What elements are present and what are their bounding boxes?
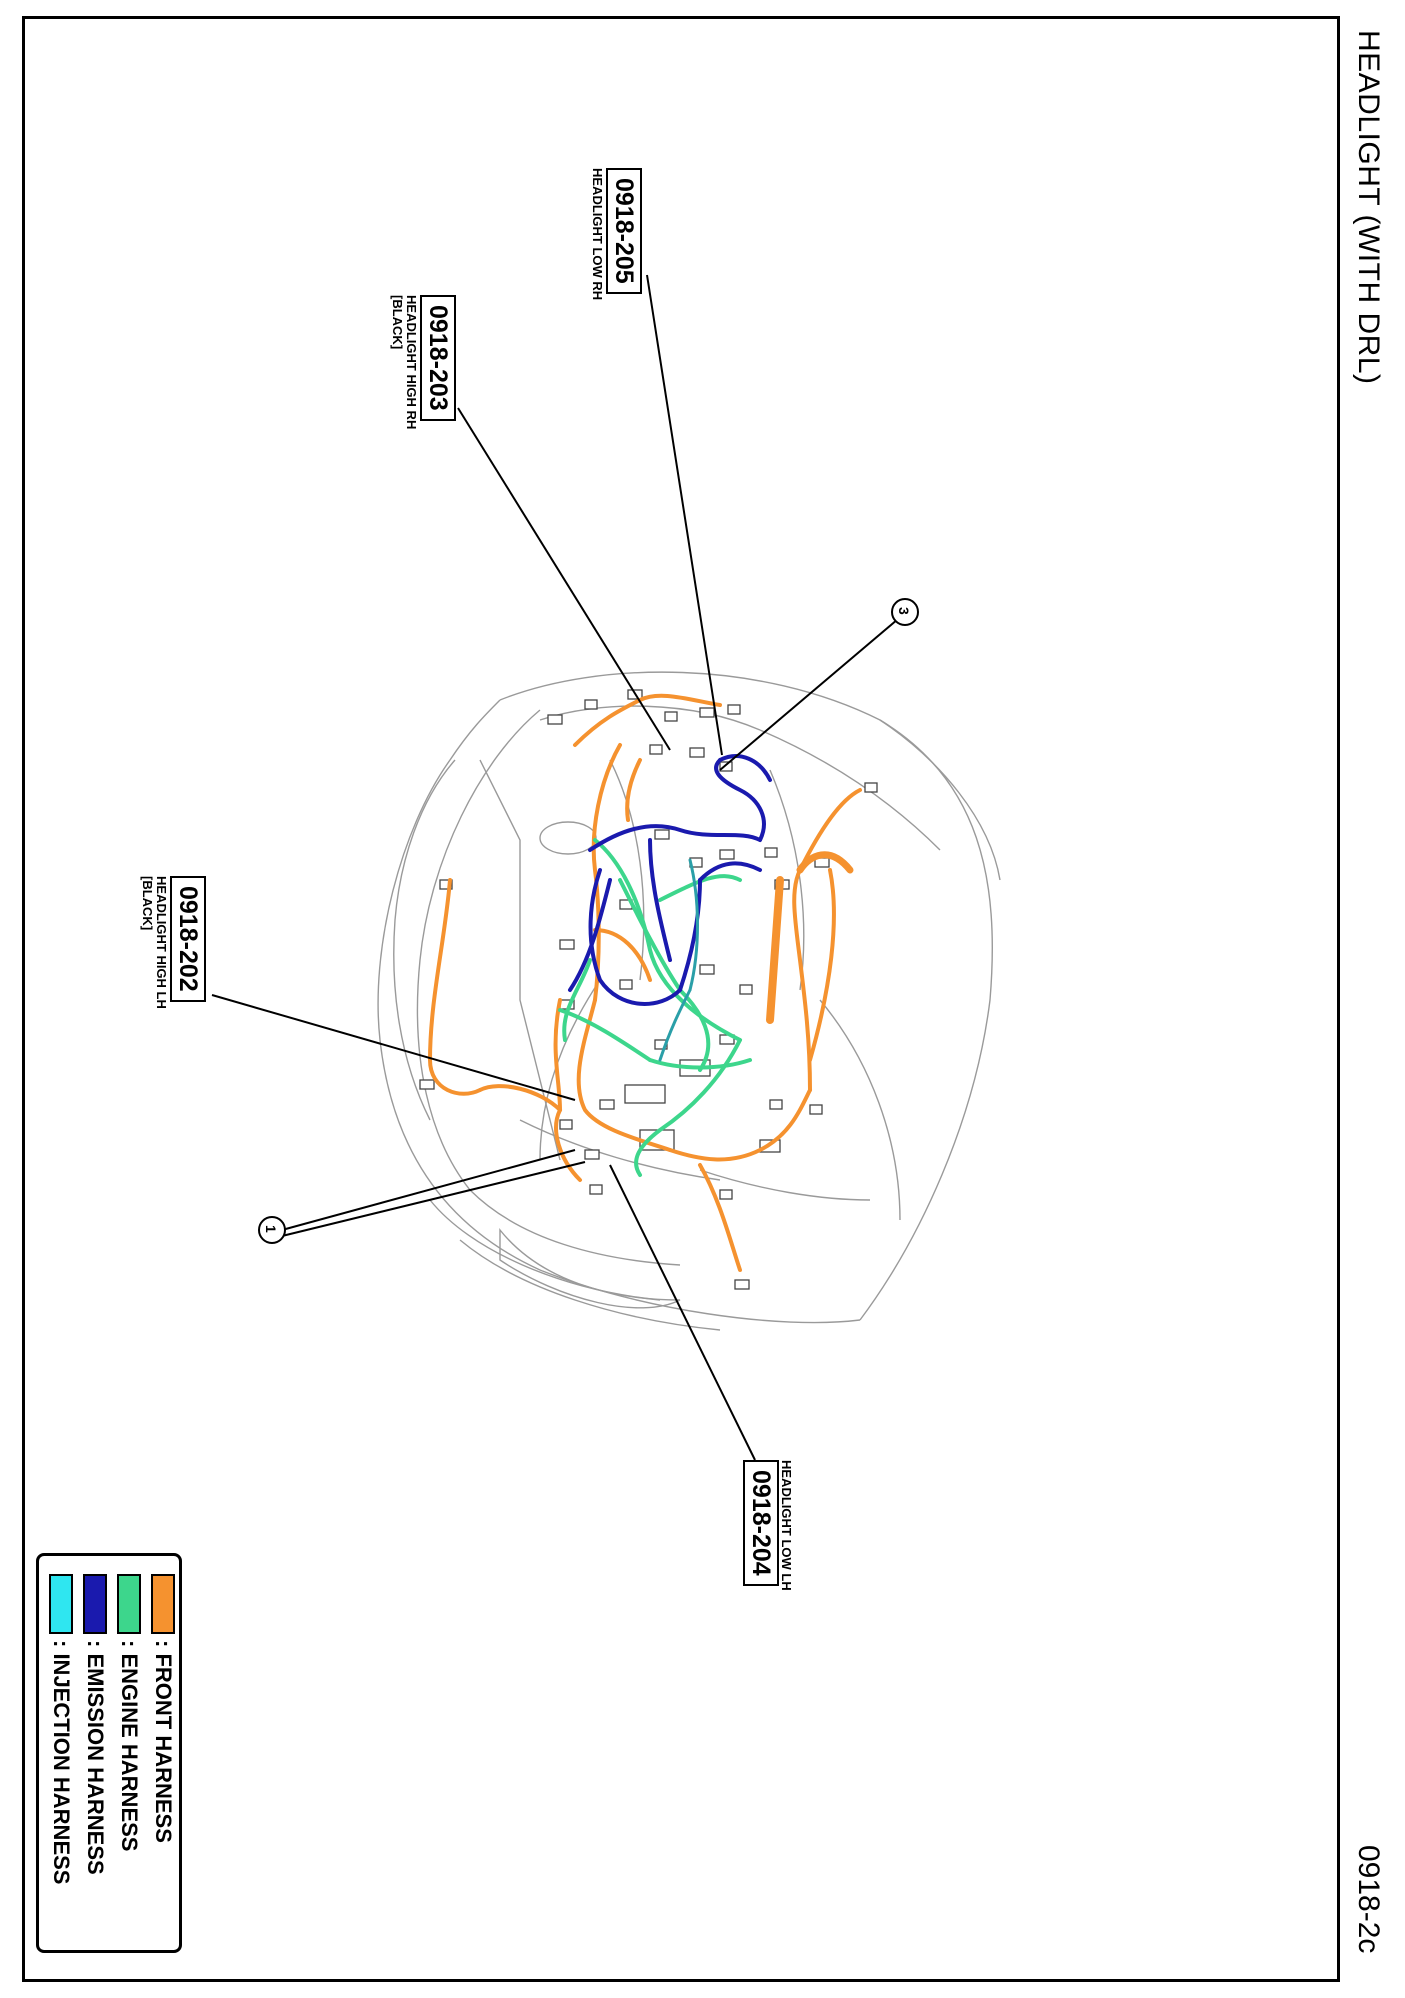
legend-label: : FRONT HARNESS bbox=[151, 1640, 176, 1843]
leader-0918-203 bbox=[457, 407, 671, 751]
legend-item-emission: : EMISSION HARNESS bbox=[82, 1574, 108, 1875]
connector-color-note: [BLACK] bbox=[140, 876, 155, 931]
leader-0918-205 bbox=[646, 274, 723, 756]
legend-swatch bbox=[151, 1574, 175, 1634]
leader-callout-3 bbox=[719, 618, 899, 771]
connector-desc: HEADLIGHT HIGH RH bbox=[404, 295, 419, 430]
legend-label: : EMISSION HARNESS bbox=[83, 1640, 108, 1875]
injection-harness-wires bbox=[658, 858, 699, 1062]
connector-id: 0918-205 bbox=[606, 168, 642, 294]
legend-swatch bbox=[49, 1574, 73, 1634]
legend-item-front: : FRONT HARNESS bbox=[150, 1574, 176, 1843]
connector-color-note: [BLACK] bbox=[390, 295, 405, 350]
connector-id: 0918-204 bbox=[743, 1460, 779, 1586]
legend-item-injection: : INJECTION HARNESS bbox=[48, 1574, 74, 1884]
connector-desc: HEADLIGHT HIGH LH bbox=[154, 876, 169, 1009]
callout-1-circle bbox=[258, 1216, 286, 1244]
connector-label-0918-204: 0918-204 HEADLIGHT LOW LH bbox=[743, 1460, 795, 1591]
leader-0918-202 bbox=[211, 994, 576, 1101]
connector-desc: HEADLIGHT LOW RH bbox=[590, 168, 605, 301]
callout-3-circle bbox=[891, 598, 919, 626]
legend-label: : ENGINE HARNESS bbox=[117, 1640, 142, 1852]
leader-lines bbox=[211, 274, 899, 1461]
page-code: 0918-2c bbox=[1352, 1845, 1385, 1954]
leader-callout-1a bbox=[281, 1149, 576, 1231]
connector-label-0918-205: 0918-205 HEADLIGHT LOW RH bbox=[590, 168, 642, 300]
connector-blocks bbox=[419, 689, 878, 1290]
connector-label-0918-203: 0918-203 HEADLIGHT HIGH RH [BLACK] bbox=[390, 295, 456, 429]
legend-label: : INJECTION HARNESS bbox=[49, 1640, 74, 1885]
connector-id: 0918-202 bbox=[170, 876, 206, 1002]
drawing-frame bbox=[22, 16, 1340, 1982]
legend-item-engine: : ENGINE HARNESS bbox=[116, 1574, 142, 1851]
connector-id: 0918-203 bbox=[420, 295, 456, 421]
callout-1-number: 1 bbox=[263, 1225, 279, 1233]
connector-label-0918-202: 0918-202 HEADLIGHT HIGH LH [BLACK] bbox=[140, 876, 206, 1009]
front-harness-wires bbox=[427, 693, 862, 1272]
connector-desc: HEADLIGHT LOW LH bbox=[779, 1460, 794, 1591]
page-title: HEADLIGHT (WITH DRL) bbox=[1352, 30, 1385, 385]
emission-harness-wires bbox=[568, 754, 772, 1006]
legend-swatch bbox=[117, 1574, 141, 1634]
leader-0918-204 bbox=[609, 1164, 756, 1461]
vehicle-outline bbox=[377, 671, 1001, 1331]
legend-swatch bbox=[83, 1574, 107, 1634]
callout-circles bbox=[258, 598, 919, 1244]
callout-3-number: 3 bbox=[896, 607, 912, 615]
harness-legend: : FRONT HARNESS : ENGINE HARNESS : EMISS… bbox=[36, 1553, 182, 1953]
leader-callout-1b bbox=[281, 1161, 586, 1237]
